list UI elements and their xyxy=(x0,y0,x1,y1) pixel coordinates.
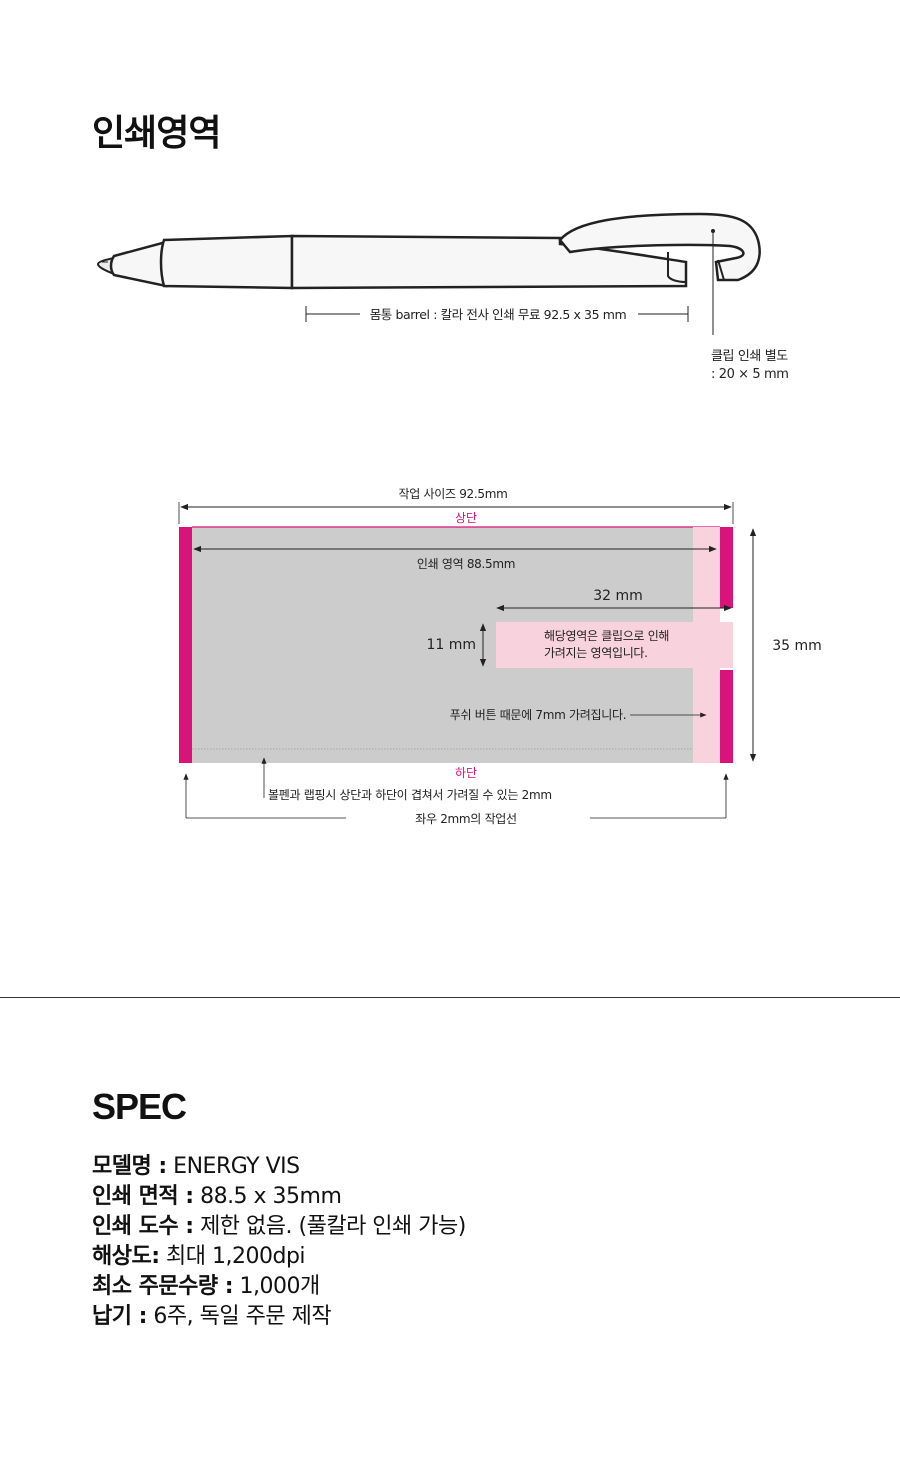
top-label: 상단 xyxy=(455,511,477,525)
pen-front-cone xyxy=(109,240,168,288)
left-margin-strip xyxy=(179,527,192,763)
right-margin-strip-lower xyxy=(720,670,733,763)
overlap-note: 볼펜과 랩핑시 상단과 하단이 겹쳐서 가려질 수 있는 2mm xyxy=(268,788,552,802)
push-note: 푸쉬 버튼 때문에 7mm 가려집니다. xyxy=(450,708,627,722)
spec-item-lead-time: 납기 : 6주, 독일 주문 제작 xyxy=(92,1304,332,1329)
section-divider xyxy=(0,997,900,998)
spec-item-print-area: 인쇄 면적 : 88.5 x 35mm xyxy=(92,1184,342,1209)
clip-width-label: 32 mm xyxy=(593,588,643,604)
clip-label-line1: 클립 인쇄 별도 xyxy=(711,349,788,364)
height-label: 35 mm xyxy=(772,638,822,654)
spec-list: 모델명 : ENERGY VIS 인쇄 면적 : 88.5 x 35mm 인쇄 … xyxy=(92,1152,466,1332)
spec-item-resolution: 해상도: 최대 1,200dpi xyxy=(92,1244,306,1269)
spec-item-min-order: 최소 주문수량 : 1,000개 xyxy=(92,1274,320,1299)
pen-grip xyxy=(159,234,294,290)
pen-clip xyxy=(558,212,761,282)
spec-item-model: 모델명 : ENERGY VIS xyxy=(92,1154,300,1179)
spec-title: SPEC xyxy=(92,1086,187,1127)
clip-zone xyxy=(496,622,733,668)
clip-note-line1: 해당영역은 클립으로 인해 xyxy=(544,629,669,643)
pen-illustration: 몸통 barrel : 칼라 전사 인쇄 무료 92.5 x 35 mm 클립 … xyxy=(96,212,789,382)
print-width-label: 인쇄 영역 88.5mm xyxy=(417,557,515,571)
print-area-title: 인쇄영역 xyxy=(92,113,221,154)
work-size-label: 작업 사이즈 92.5mm xyxy=(398,487,507,501)
barrel-label: 몸통 barrel : 칼라 전사 인쇄 무료 92.5 x 35 mm xyxy=(370,307,627,322)
clip-note-line2: 가려지는 영역입니다. xyxy=(544,646,648,660)
spec-item-colors: 인쇄 도수 : 제한 없음. (풀칼라 인쇄 가능) xyxy=(92,1214,466,1239)
side-margin-note: 좌우 2mm의 작업선 xyxy=(415,812,517,826)
clip-height-label: 11 mm xyxy=(426,637,476,653)
bottom-label: 하단 xyxy=(455,766,477,780)
print-template-diagram: 작업 사이즈 92.5mm 상단 인쇄 영역 88.5mm 32 mm 11 m… xyxy=(178,487,822,826)
right-margin-strip xyxy=(720,527,733,608)
clip-label-line2: : 20 × 5 mm xyxy=(711,367,789,382)
